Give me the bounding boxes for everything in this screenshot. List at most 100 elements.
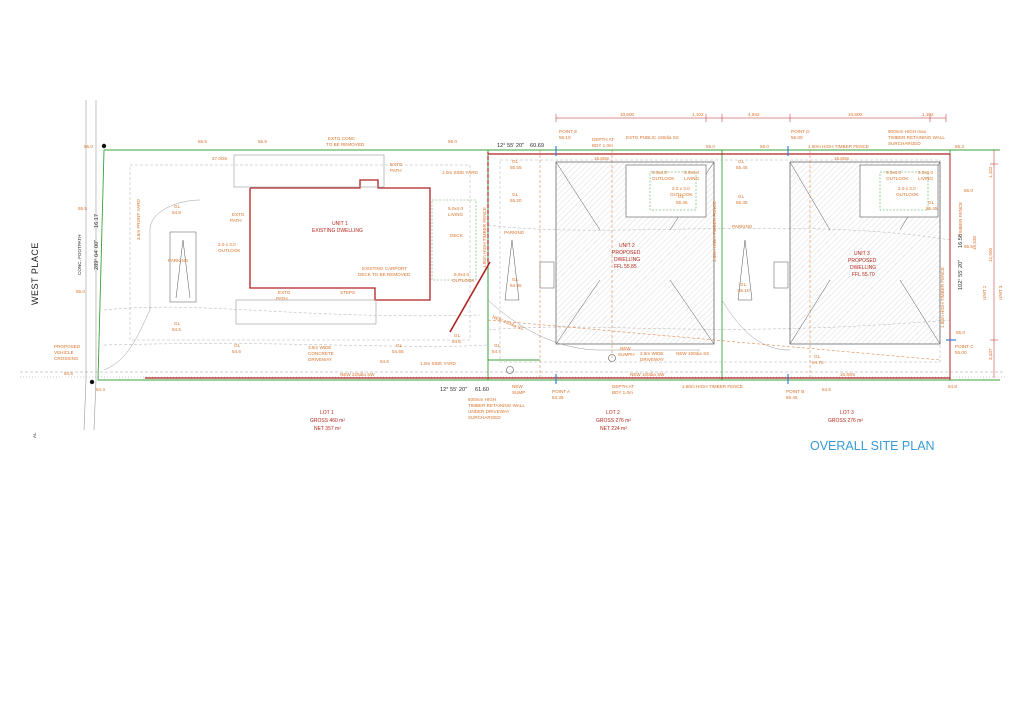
dim-right-2: 15,530: [972, 236, 977, 250]
note-parking-1: PARKING: [168, 258, 189, 263]
service-lines: [487, 150, 941, 380]
level: 54.8: [948, 384, 957, 389]
unit3-name: UNIT 3: [854, 251, 870, 257]
note-outlook-small: 2.0 x 3.0: [218, 242, 236, 247]
note-wall-3: UNDER DRIVEWAY: [468, 409, 510, 414]
level: 55.5: [198, 139, 207, 144]
diagonal-fence: [449, 261, 491, 333]
lot3-gross: GROSS 276 m²: [828, 418, 863, 424]
note-extg-path-b-2: PATH: [276, 296, 288, 301]
note-u3-outlook-small: 2.0 x 3.0: [898, 186, 916, 191]
dim-right-1: 1,102: [988, 166, 993, 178]
note-new-100: NEW 100dia SS: [676, 351, 709, 356]
note-wall-4: SURCHARGED: [468, 415, 501, 420]
note-u3-outlook-small-2: OUTLOOK: [896, 192, 919, 197]
note-depth-bottom: DEPTH AT: [612, 384, 634, 389]
note-outlook: 5.0x4.0: [454, 272, 470, 277]
note-extg-path: EXTG: [390, 162, 403, 167]
note-to-be-removed: TO BE REMOVED: [326, 142, 365, 147]
bearing-top: 12° 55' 20": [497, 143, 524, 149]
gl-value: 55.10: [738, 288, 750, 293]
note-wall-top-2: TIMBER RETAINING WALL: [888, 135, 945, 140]
gl-label: GL: [234, 343, 241, 348]
note-sump-2: NEW: [620, 346, 631, 351]
lot1-name: LOT 1: [320, 410, 334, 416]
point-c-level: 55.00: [955, 350, 967, 355]
note-sump-1b: SUMP: [512, 390, 525, 395]
unit3-building: [773, 161, 941, 345]
dimension-lines: [555, 114, 998, 378]
note-fence-vertical-2: 1.80m HIGH TIMBER FENCE: [712, 201, 717, 262]
note-setback-4: 16.60m: [840, 372, 855, 377]
point-d-level: 56.00: [791, 135, 803, 140]
gl-label: GL: [174, 321, 181, 326]
note-u3-outlook: 5.0x4.0: [886, 170, 902, 175]
lot2-net: NET 224 m²: [600, 426, 627, 432]
note-depth-top: DEPTH AT: [592, 137, 614, 142]
gl-label: GL: [512, 159, 519, 164]
parking-bays: [169, 231, 753, 303]
unit2-name: UNIT 2: [619, 243, 635, 249]
note-fence-top: 1.60m HIGH TIMBER FENCE: [808, 144, 869, 149]
point-a: POINT A: [552, 389, 571, 394]
note-sw-100: NEW 100dia SW: [630, 372, 665, 377]
bearing-right-length: 16.56: [958, 234, 964, 248]
gl-label: GL: [454, 333, 461, 338]
gl-label: GL: [512, 277, 519, 282]
note-u2-outlook-small: 2.0 x 3.0: [672, 186, 690, 191]
note-deck: DECK: [450, 233, 464, 238]
gl-label: GL: [928, 200, 935, 205]
bearing-right: 102° 55' 20": [958, 260, 964, 290]
dim-top-4: 10,600: [848, 112, 862, 117]
gl-value: 54.6: [232, 349, 241, 354]
gl-value: 55.35: [736, 200, 748, 205]
note-front-yard: 3.6m FRONT YARD: [136, 198, 141, 240]
note-u3-outlook-2: OUTLOOK: [886, 176, 909, 181]
note-u3-living-2: LIVING: [918, 176, 933, 181]
annotations: EXTG CONC TO BE REMOVED EXTG PATH 1.0m S…: [54, 129, 963, 420]
unit2-ffl: FFL 55.85: [614, 264, 637, 270]
level: 55.0: [706, 144, 715, 149]
bearing-left-length: 16.17: [94, 214, 100, 228]
note-wall-top-3: SURCHARGED: [888, 141, 921, 146]
note-carport-2: DECK TO BE REMOVED: [358, 272, 411, 277]
note-wall-top: 900mm HIGH max: [888, 129, 927, 134]
lot3-name: LOT 3: [840, 410, 854, 416]
note-extg-path-side: EXTG: [232, 212, 245, 217]
point-b-level: 56.45: [786, 395, 798, 400]
note-side-yard: 1.0m SIDE YARD: [442, 170, 479, 175]
gl-label: GL: [740, 282, 747, 287]
level: 56.0: [84, 144, 93, 149]
corner-pegs: [89, 143, 107, 385]
note-depth-top-2: BDY 1.0m: [592, 143, 613, 148]
dim-top-1: 10,600: [620, 112, 634, 117]
note-living-2: LIVING: [448, 212, 463, 217]
gl-value: 54.55: [392, 349, 404, 354]
note-setback-3: 16.60m: [834, 156, 849, 161]
unit1-annex: [431, 199, 477, 281]
note-outlook-small-2: OUTLOOK: [218, 248, 241, 253]
note-extg-path-2: PATH: [390, 168, 402, 173]
dim-right-label-1: UNIT 2: [982, 285, 987, 300]
note-wide: 2.5m WIDE: [640, 351, 663, 356]
level: 54.4: [96, 387, 105, 392]
lot1-gross: GROSS 460 m²: [310, 418, 345, 424]
street-edge-marker: AL: [32, 432, 37, 438]
unit1-outline: [249, 179, 431, 301]
unit1-name: UNIT 1: [332, 221, 348, 227]
plan-title: OVERALL SITE PLAN: [810, 439, 935, 453]
level: 56.3: [955, 144, 964, 149]
level: 54.5: [822, 387, 831, 392]
gl-value: 54.7: [492, 349, 501, 354]
note-u2-living: 5.0x4.0: [684, 170, 700, 175]
note-extg-path-b: EXTG: [278, 290, 291, 295]
dim-top-2: 1,102: [692, 112, 704, 117]
note-steps: STEPS: [340, 290, 355, 295]
gl-value: 55.55: [510, 165, 522, 170]
ground-levels: GL 54.8 GL 54.5 GL 54.6 GL 54.55 GL 54.6…: [172, 159, 938, 365]
dim-right-label-2: UNIT 3: [998, 285, 1003, 300]
note-wall: 600mm HIGH: [468, 397, 496, 402]
level: 54.6: [380, 359, 389, 364]
note-u2-living-2: LIVING: [684, 176, 699, 181]
unit2-desc: PROPOSED: [612, 250, 641, 256]
